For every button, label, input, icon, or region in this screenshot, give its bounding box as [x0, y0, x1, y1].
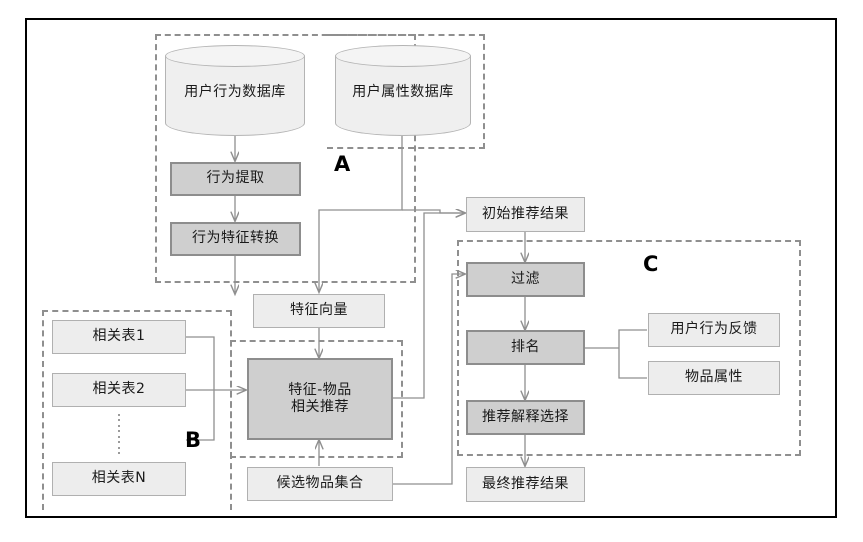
- node-correlation-table-n[interactable]: 相关表N: [52, 462, 186, 496]
- db-user-behavior-label: 用户行为数据库: [184, 83, 286, 100]
- node-final-recommend-result[interactable]: 最终推荐结果: [466, 467, 585, 502]
- node-feature-vector[interactable]: 特征向量: [253, 294, 385, 328]
- node-feature-item-recommend[interactable]: 特征-物品 相关推荐: [247, 358, 393, 440]
- node-feature-item-recommend-line2: 相关推荐: [291, 399, 349, 415]
- group-c-region: [457, 240, 801, 456]
- node-feature-item-recommend-line1: 特征-物品: [288, 381, 352, 398]
- node-filter[interactable]: 过滤: [466, 262, 585, 297]
- node-candidate-item-set[interactable]: 候选物品集合: [247, 467, 393, 501]
- node-initial-recommend-result[interactable]: 初始推荐结果: [466, 197, 585, 232]
- node-behavior-extraction[interactable]: 行为提取: [170, 162, 301, 196]
- node-behavior-feature-convert[interactable]: 行为特征转换: [170, 222, 301, 256]
- node-recommend-explain-select[interactable]: 推荐解释选择: [466, 400, 585, 435]
- db-cylinder-top: [165, 45, 305, 67]
- node-ranking[interactable]: 排名: [466, 330, 585, 365]
- node-correlation-table-1[interactable]: 相关表1: [52, 320, 186, 354]
- db-user-behavior[interactable]: 用户行为数据库: [165, 45, 305, 136]
- db-cylinder-body: [335, 56, 471, 136]
- group-a-region-ext: [327, 34, 485, 149]
- node-correlation-table-2[interactable]: 相关表2: [52, 373, 186, 407]
- group-b-label: B: [185, 428, 202, 452]
- node-item-attribute[interactable]: 物品属性: [648, 361, 780, 395]
- node-user-behavior-feedback[interactable]: 用户行为反馈: [648, 313, 780, 347]
- group-c-label: C: [643, 252, 659, 276]
- diagram-outer-frame: [25, 18, 837, 518]
- db-user-attribute[interactable]: 用户属性数据库: [335, 45, 471, 136]
- group-a-label: A: [334, 152, 351, 176]
- db-user-attribute-label: 用户属性数据库: [352, 83, 454, 100]
- ellipsis-vertical-icon: [118, 414, 120, 454]
- group-a-region: [155, 34, 416, 283]
- group-core-region: [230, 340, 403, 458]
- db-cylinder-top: [335, 45, 471, 67]
- db-cylinder-body: [165, 56, 305, 136]
